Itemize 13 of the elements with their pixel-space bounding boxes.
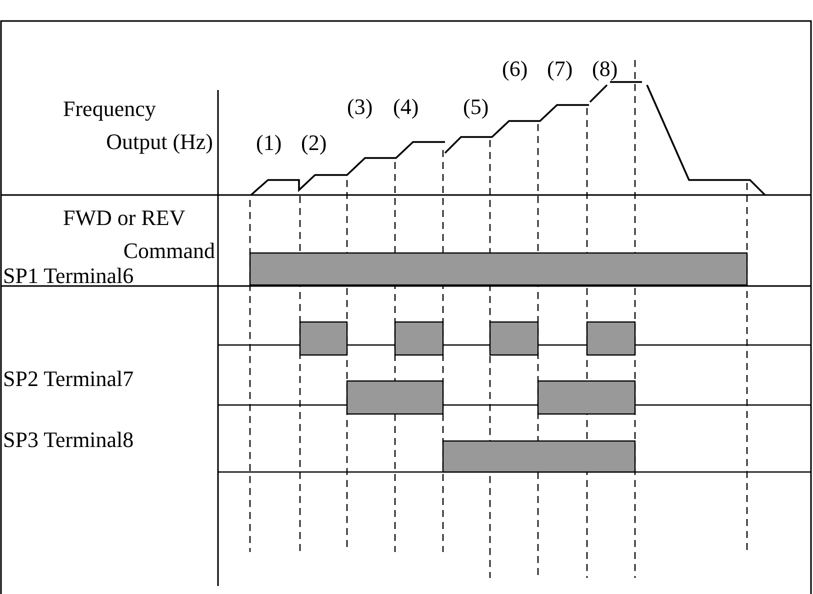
signal-label: FWD or REV Command	[63, 204, 215, 265]
signal-label: SP3 Terminal8	[3, 426, 134, 454]
step-number: (3)	[347, 93, 373, 121]
step-number: (2)	[301, 129, 327, 157]
step-number: (5)	[463, 93, 489, 121]
step-number: (1)	[256, 129, 282, 157]
step-number: (4)	[393, 93, 419, 121]
signal-label: SP2 Terminal7	[3, 365, 134, 393]
step-number: (7)	[547, 55, 573, 83]
axis-label: Frequency Output (Hz)	[63, 95, 213, 156]
step-number: (6)	[502, 55, 528, 83]
step-number: (8)	[592, 55, 618, 83]
signal-label: SP1 Terminal6	[3, 262, 134, 290]
